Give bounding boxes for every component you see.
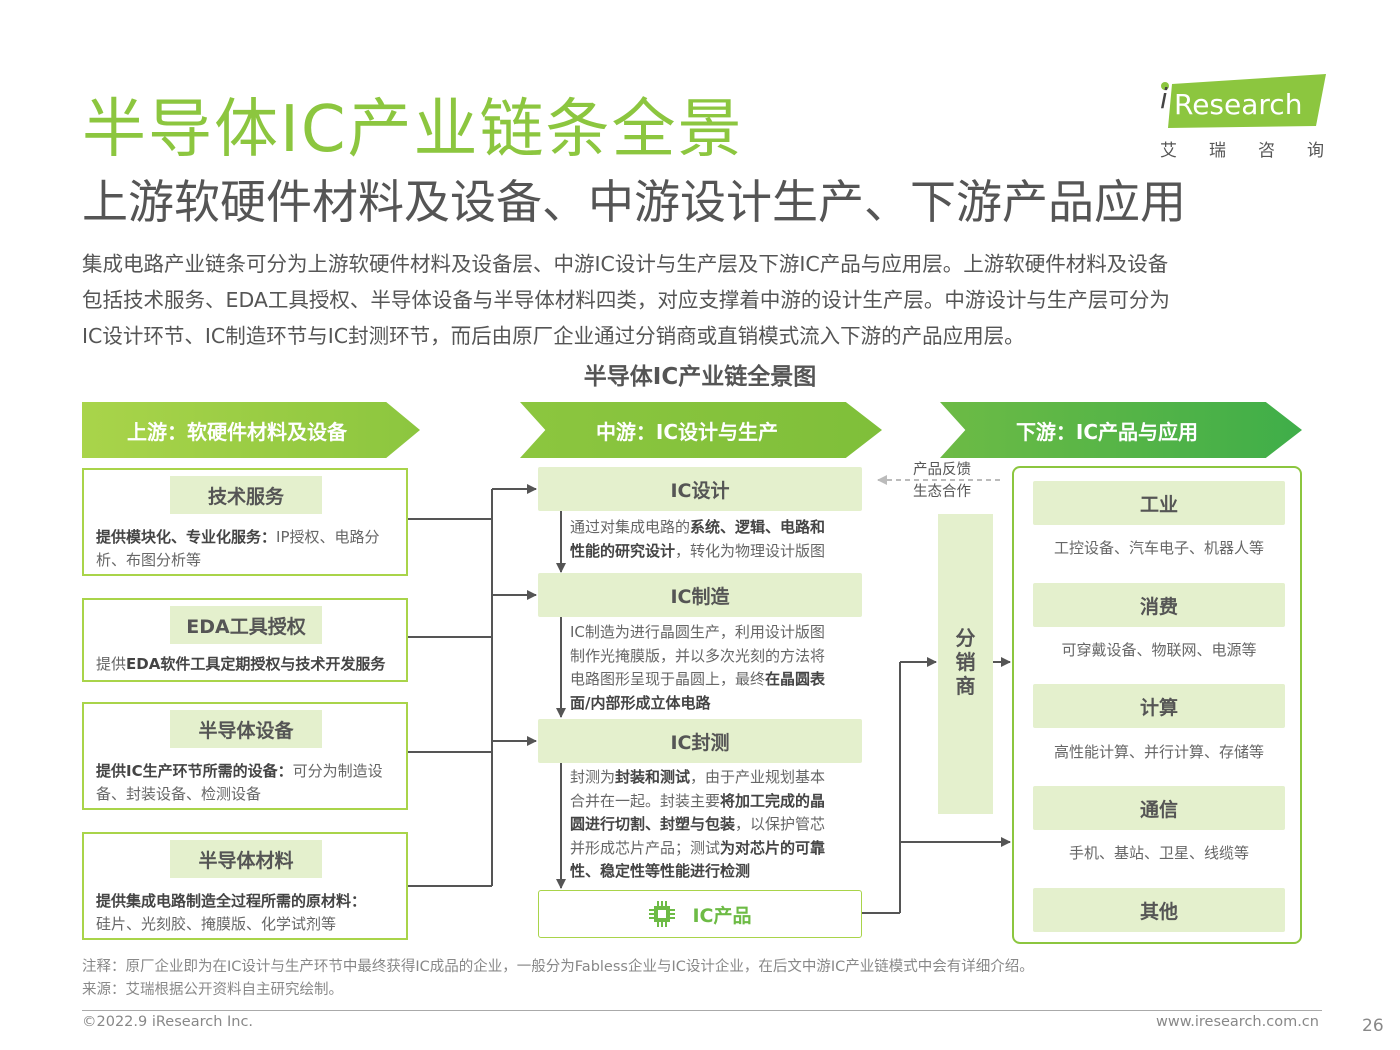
mid-ic-product-box: IC产品 — [538, 890, 862, 938]
logo-cn-text: 艾瑞咨询 — [1160, 141, 1356, 161]
footer-notes: 注释：原厂企业即为在IC设计与生产环节中最终获得IC成品的企业，一般分为Fabl… — [82, 956, 1034, 1002]
desc-bold: 提供IC生产环节所需的设备： — [96, 762, 293, 780]
logo-brand-text: Research — [1174, 88, 1303, 121]
upstream-tag: 技术服务 — [170, 476, 322, 514]
desc-bold: 系统、逻辑、电路和 — [690, 518, 826, 536]
upstream-desc: 提供模块化、专业化服务：IP授权、电路分 析、布图分析等 — [96, 526, 380, 572]
desc-bold: 提供集成电路制造全过程所需的原材料： — [96, 892, 367, 910]
page-number: 26 — [1362, 1016, 1384, 1036]
desc-text: 通过对集成电路的 — [570, 518, 691, 536]
logo-i-letter: i — [1160, 82, 1168, 115]
desc-bold: 性能的研究设计 — [570, 541, 676, 560]
mid-ic-packaging-desc: 封测为封装和测试，由于产业规划基本 合并在一起。封装主要将加工完成的晶 圆进行切… — [570, 766, 860, 884]
upstream-tag: 半导体设备 — [170, 710, 322, 748]
desc-text: 封测为 — [570, 768, 616, 786]
distributor-char: 商 — [955, 674, 976, 698]
desc-text: IC制造为进行晶圆生产，利用设计版图 — [570, 623, 825, 641]
desc-text: 电路图形呈现于晶圆上，最终 — [570, 670, 766, 688]
desc-text: ，以保护管芯 — [735, 815, 826, 833]
upstream-desc: 提供EDA软件工具定期授权与技术开发服务 — [96, 653, 385, 676]
layer-header-upstream: 上游：软硬件材料及设备 — [82, 402, 420, 458]
source-note: 来源：艾瑞根据公开资料自主研究绘制。 — [82, 982, 343, 998]
downstream-tag-consumer: 消费 — [1033, 583, 1285, 627]
desc-bold: 为对芯片的可靠 — [720, 838, 826, 857]
upstream-tech-service-box: 技术服务 提供模块化、专业化服务：IP授权、电路分 析、布图分析等 — [82, 468, 408, 576]
distributor-label: 分 销 商 — [938, 626, 993, 698]
desc-bold: 将加工完成的晶 — [720, 791, 826, 810]
desc-bold: 面/内部形成立体电路 — [570, 693, 711, 712]
layer-header-downstream: 下游：IC产品与应用 — [940, 402, 1302, 458]
desc-bold: 封装和测试 — [615, 768, 691, 786]
downstream-desc: 高性能计算、并行计算、存储等 — [1053, 743, 1264, 761]
mid-ic-packaging-box: IC封测 — [538, 719, 862, 763]
distributor-char: 分 — [955, 626, 976, 650]
diagram-title: 半导体IC产业链全景图 — [583, 364, 817, 390]
upstream-equipment-box: 半导体设备 提供IC生产环节所需的设备：可分为制造设 备、封装设备、检测设备 — [82, 702, 408, 810]
upstream-tag: EDA工具授权 — [170, 606, 322, 644]
feedback-line: 生态合作 — [913, 484, 971, 500]
desc-bold: 在晶圆表 — [765, 670, 826, 688]
intro-line: 集成电路产业链条可分为上游软硬件材料及设备层、中游IC设计与生产层及下游IC产品… — [82, 252, 1169, 276]
ic-product-label: IC产品 — [692, 904, 752, 927]
desc-bold: 性、稳定性等性能进行检测 — [570, 862, 751, 880]
desc-text: 并形成芯片产品；测试 — [570, 838, 721, 857]
desc-text: 制作光掩膜版，并以多次光刻的方法将 — [570, 646, 826, 665]
downstream-desc: 工控设备、汽车电子、机器人等 — [1053, 539, 1264, 557]
desc-text: 硅片、光刻胶、掩膜版、化学试剂等 — [96, 915, 337, 933]
footnote: 注释：原厂企业即为在IC设计与生产环节中最终获得IC成品的企业，一般分为Fabl… — [82, 959, 1034, 975]
desc-bold: 圆进行切割、封塑与包装 — [570, 815, 736, 833]
upstream-desc: 提供集成电路制造全过程所需的原材料： 硅片、光刻胶、掩膜版、化学试剂等 — [96, 890, 366, 936]
distributor-bar — [938, 514, 993, 814]
logo-shape — [1161, 74, 1326, 128]
footer-divider — [82, 1010, 1322, 1011]
intro-paragraph: 集成电路产业链条可分为上游软硬件材料及设备层、中游IC设计与生产层及下游IC产品… — [82, 246, 1332, 354]
desc-bold: EDA软件工具定期授权与技术开发服务 — [126, 655, 386, 673]
website-link[interactable]: www.iresearch.com.cn — [1156, 1014, 1319, 1030]
distributor-char: 销 — [955, 650, 976, 674]
downstream-desc: 可穿戴设备、物联网、电源等 — [1061, 641, 1257, 659]
downstream-frame — [1012, 466, 1302, 944]
desc-text: 备、封装设备、检测设备 — [96, 785, 262, 803]
upstream-eda-box: EDA工具授权 提供EDA软件工具定期授权与技术开发服务 — [82, 598, 408, 682]
mid-ic-manufacture-box: IC制造 — [538, 573, 862, 617]
upstream-material-box: 半导体材料 提供集成电路制造全过程所需的原材料： 硅片、光刻胶、掩膜版、化学试剂… — [82, 832, 408, 940]
upstream-desc: 提供IC生产环节所需的设备：可分为制造设 备、封装设备、检测设备 — [96, 760, 383, 806]
desc-bold: 提供模块化、专业化服务： — [96, 528, 277, 546]
desc-text: ，转化为物理设计版图 — [675, 541, 826, 560]
mid-ic-design-desc: 通过对集成电路的系统、逻辑、电路和 性能的研究设计，转化为物理设计版图 — [570, 516, 860, 563]
desc-text: 提供 — [96, 655, 127, 673]
iresearch-logo: i Research 艾瑞咨询 — [1158, 72, 1330, 162]
chip-icon — [649, 901, 676, 927]
desc-text: IP授权、电路分 — [276, 528, 380, 546]
downstream-tag-other: 其他 — [1033, 888, 1285, 932]
downstream-tag-computing: 计算 — [1033, 684, 1285, 728]
downstream-desc: 手机、基站、卫星、线缆等 — [1068, 844, 1249, 862]
desc-text: 析、布图分析等 — [96, 551, 202, 569]
mid-ic-design-box: IC设计 — [538, 467, 862, 511]
intro-line: IC设计环节、IC制造环节与IC封测环节，而后由原厂企业通过分销商或直销模式流入… — [82, 324, 1025, 348]
intro-line: 包括技术服务、EDA工具授权、半导体设备与半导体材料四类，对应支撑着中游的设计生… — [82, 288, 1170, 312]
feedback-line: 产品反馈 — [913, 462, 971, 478]
desc-text: 合并在一起。封装主要 — [570, 791, 721, 810]
upstream-tag: 半导体材料 — [170, 840, 322, 878]
page-subtitle: 上游软硬件材料及设备、中游设计生产、下游产品应用 — [82, 175, 1186, 229]
page-title: 半导体IC产业链条全景 — [82, 93, 744, 167]
layer-header-midstream: 中游：IC设计与生产 — [520, 402, 882, 458]
desc-text: 可分为制造设 — [292, 762, 383, 780]
mid-ic-manufacture-desc: IC制造为进行晶圆生产，利用设计版图 制作光掩膜版，并以多次光刻的方法将 电路图… — [570, 621, 860, 715]
downstream-tag-communication: 通信 — [1033, 786, 1285, 830]
copyright: ©2022.9 iResearch Inc. — [82, 1014, 254, 1030]
feedback-label: 产品反馈 生态合作 — [892, 459, 992, 503]
downstream-tag-industry: 工业 — [1033, 481, 1285, 525]
desc-text: ，由于产业规划基本 — [690, 768, 826, 786]
